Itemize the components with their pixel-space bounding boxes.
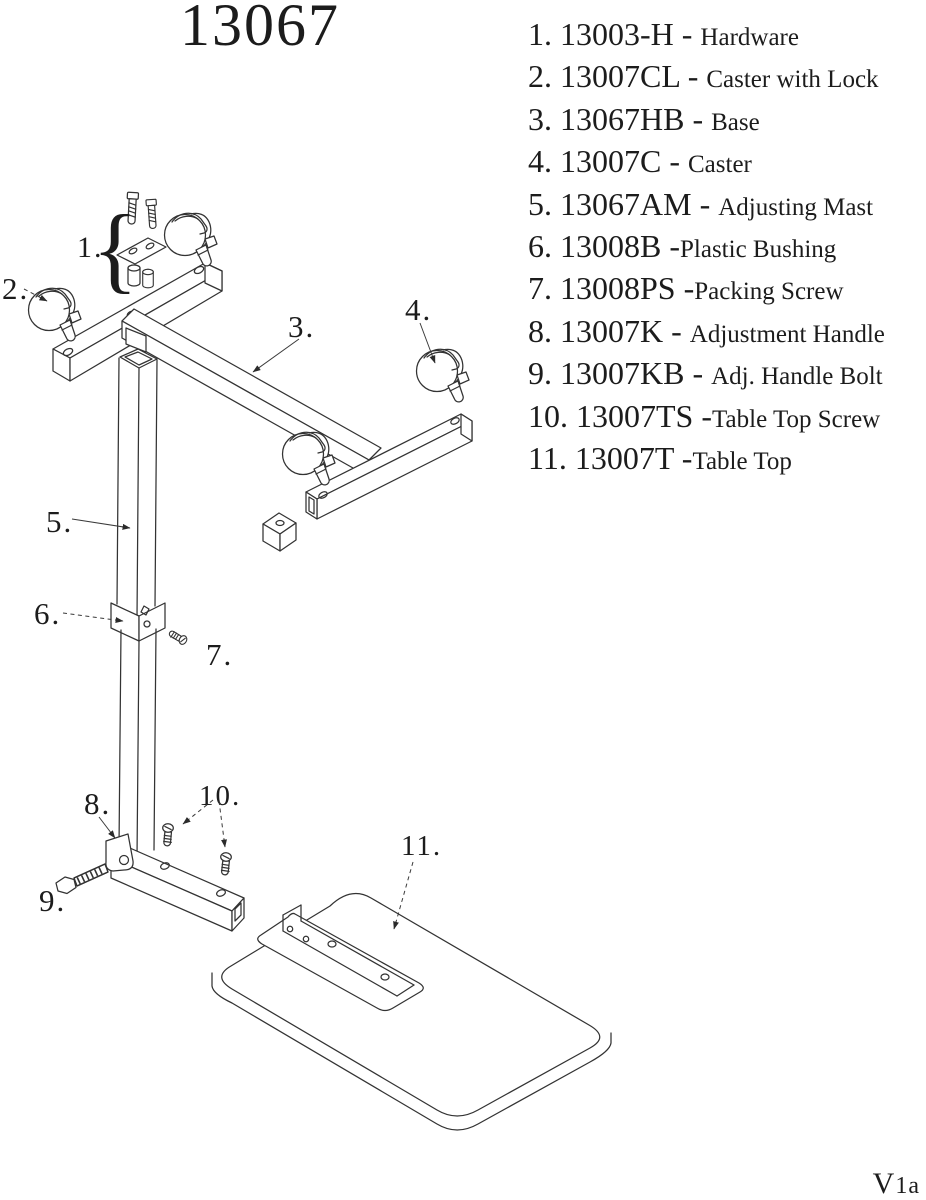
leader-10a bbox=[182, 799, 214, 825]
part-desc: Base bbox=[711, 108, 760, 136]
callout-2-label: 2. bbox=[2, 271, 29, 306]
leader-4 bbox=[419, 322, 436, 364]
callout-9-label: 9. bbox=[39, 883, 66, 918]
page-title: 13067 bbox=[180, 0, 340, 58]
hardware-set-drawing bbox=[116, 191, 167, 289]
handle-drawing bbox=[105, 833, 245, 932]
leader-5 bbox=[71, 518, 131, 530]
part-code: 1. 13003-H - bbox=[528, 16, 701, 52]
base-drawing bbox=[52, 262, 473, 520]
part-desc: Adj. Handle Bolt bbox=[711, 363, 883, 391]
part-row-7: 7. 13008PS -Packing Screw bbox=[528, 267, 885, 309]
callout-4-label: 4. bbox=[405, 292, 432, 327]
callout-5-label: 5. bbox=[46, 504, 73, 539]
bushing-drawing bbox=[110, 602, 166, 642]
part-desc: Caster bbox=[688, 151, 752, 179]
part-desc: Adjustment Handle bbox=[689, 320, 885, 348]
tabletop-screw bbox=[219, 851, 233, 876]
hardware-spacer bbox=[142, 268, 154, 289]
part-desc: Packing Screw bbox=[694, 278, 844, 306]
part-code: 11. 13007T - bbox=[528, 439, 693, 476]
tabletop-screw bbox=[161, 822, 175, 847]
caster-right bbox=[415, 348, 470, 403]
callout-1-label: 1. bbox=[77, 231, 104, 264]
callout-3-label: 3. bbox=[288, 309, 315, 344]
part-desc: Table Top bbox=[692, 447, 792, 475]
handle-bolt-drawing bbox=[55, 863, 109, 895]
hardware-brace: { bbox=[92, 195, 140, 302]
leader-6 bbox=[62, 612, 124, 623]
hardware-bolt bbox=[145, 198, 159, 230]
part-code: 4. 13007C - bbox=[528, 143, 688, 180]
leader-3 bbox=[252, 338, 300, 373]
part-code: 5. 13067AM - bbox=[528, 185, 719, 222]
part-row-10: 10. 13007TS -Table Top Screw bbox=[528, 395, 885, 437]
leader-10b bbox=[218, 800, 228, 848]
part-desc: Adjusting Mast bbox=[718, 193, 874, 221]
callout-8-label: 8. bbox=[84, 786, 111, 821]
part-row-2: 2. 13007CL - Caster with Lock bbox=[528, 55, 885, 97]
packing-screw-drawing bbox=[166, 628, 189, 647]
tabletop-drawing bbox=[211, 892, 612, 1131]
part-code: 2. 13007CL - bbox=[528, 58, 707, 95]
part-row-9: 9. 13007KB - Adj. Handle Bolt bbox=[528, 352, 885, 394]
part-row-8: 8. 13007K - Adjustment Handle bbox=[528, 310, 885, 352]
part-row-6: 6. 13008B -Plastic Bushing bbox=[528, 225, 885, 267]
part-row-11: 11. 13007T -Table Top bbox=[528, 437, 885, 479]
version-label: V1a bbox=[872, 1167, 920, 1200]
callout-7-label: 7. bbox=[206, 637, 233, 672]
part-code: 3. 13067HB - bbox=[528, 100, 712, 137]
part-code: 7. 13008PS - bbox=[528, 270, 695, 307]
part-desc: Table Top Screw bbox=[712, 405, 881, 433]
part-desc: Caster with Lock bbox=[706, 66, 879, 94]
callout-6-label: 6. bbox=[34, 596, 61, 631]
leader-8 bbox=[98, 816, 116, 839]
caster-middle bbox=[281, 431, 336, 486]
caster-top-right bbox=[163, 212, 218, 267]
caster-with-lock-left bbox=[27, 287, 82, 342]
part-row-5: 5. 13067AM - Adjusting Mast bbox=[528, 183, 885, 225]
part-row-3: 3. 13067HB - Base bbox=[528, 98, 885, 140]
part-desc: Plastic Bushing bbox=[680, 235, 837, 263]
mast-drawing bbox=[110, 348, 166, 859]
end-cap-cube-drawing bbox=[262, 512, 297, 552]
part-code: 8. 13007K - bbox=[528, 312, 690, 349]
part-row-1: 1. 13003-H - Hardware bbox=[528, 13, 885, 55]
callout-10-label: 10. bbox=[199, 780, 241, 812]
part-code: 6. 13008B - bbox=[528, 227, 680, 264]
part-desc: Hardware bbox=[700, 24, 799, 51]
part-code: 9. 13007KB - bbox=[528, 355, 712, 392]
callout-11-label: 11. bbox=[401, 830, 442, 862]
parts-list: 1. 13003-H - Hardware 2. 13007CL - Caste… bbox=[528, 13, 885, 479]
callouts: 1. { 2. 3. 4. 5. 6. 7. 8. 9. 10. 11. bbox=[2, 195, 442, 930]
part-code: 10. 13007TS - bbox=[528, 397, 712, 434]
part-row-4: 4. 13007C - Caster bbox=[528, 140, 885, 182]
tabletop-bracket-drawing bbox=[257, 904, 424, 1012]
